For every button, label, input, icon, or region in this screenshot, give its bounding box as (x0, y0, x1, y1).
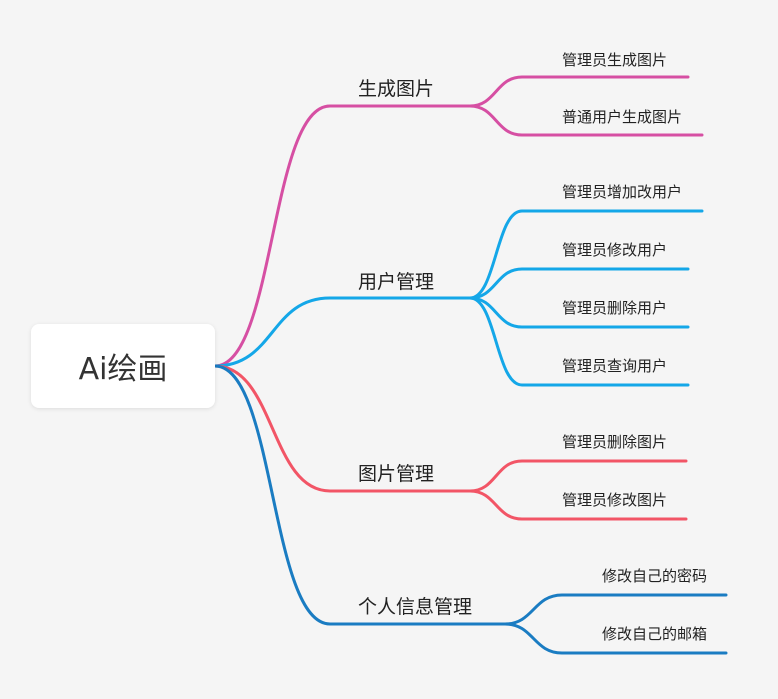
leaf-label[interactable]: 修改自己的密码 (602, 567, 708, 585)
branch-label-user-management[interactable]: 用户管理 (358, 271, 435, 293)
leaf-connector (468, 267, 690, 300)
leaf-label[interactable]: 管理员查询用户 (562, 357, 668, 375)
leaf-label[interactable]: 管理员修改用户 (562, 241, 668, 259)
branch-connector (213, 296, 472, 368)
leaf-label[interactable]: 管理员删除图片 (562, 433, 668, 451)
leaf-connector (468, 489, 688, 521)
leaf-connector (468, 104, 704, 137)
leaf-connector (468, 209, 704, 300)
leaf-connector (468, 296, 690, 387)
branch-connector (213, 364, 472, 493)
leaf-label[interactable]: 管理员修改图片 (562, 491, 668, 509)
leaf-connector (468, 459, 688, 493)
leaf-connector (503, 593, 728, 626)
root-node[interactable]: Ai绘画 (31, 324, 215, 408)
leaf-connector (468, 296, 690, 329)
leaf-connector (503, 622, 728, 655)
branch-label-generate-image[interactable]: 生成图片 (358, 78, 435, 100)
branch-label-personal-info-management[interactable]: 个人信息管理 (358, 596, 473, 618)
branch-label-image-management[interactable]: 图片管理 (358, 463, 435, 485)
branch-connector (213, 104, 472, 368)
branch-connector (213, 364, 507, 626)
leaf-label[interactable]: 管理员生成图片 (562, 51, 668, 69)
leaf-connector (468, 75, 690, 108)
leaf-label[interactable]: 普通用户生成图片 (562, 108, 683, 126)
leaf-label[interactable]: 管理员增加改用户 (562, 183, 683, 201)
leaf-label[interactable]: 修改自己的邮箱 (602, 625, 708, 643)
leaf-label[interactable]: 管理员删除用户 (562, 299, 668, 317)
root-label: Ai绘画 (78, 352, 168, 387)
